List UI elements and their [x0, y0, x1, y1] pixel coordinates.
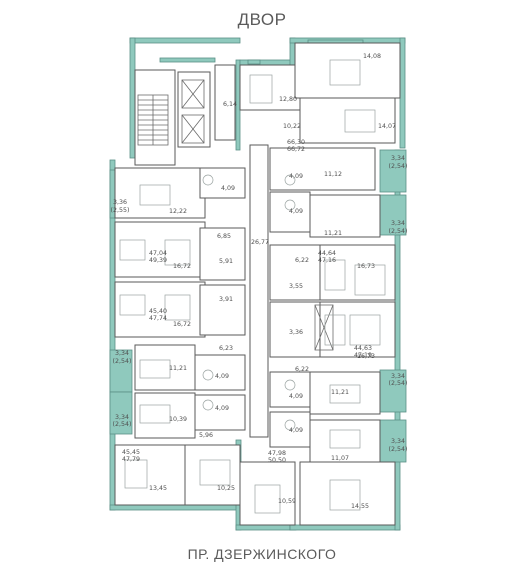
area-label: 3,55: [289, 283, 303, 290]
area-label: (2,54): [389, 228, 408, 235]
area-label: 45,40: [149, 308, 167, 315]
area-label: 6,22: [295, 366, 309, 373]
area-label: 10,39: [169, 416, 187, 423]
area-label: 66,72: [287, 146, 305, 153]
area-label: 11,21: [324, 230, 342, 237]
room-outlines: [114, 42, 401, 526]
area-label: 47,19: [354, 352, 372, 359]
area-label: 3,34: [391, 155, 405, 162]
area-label: 3,34: [391, 438, 405, 445]
area-label: 3,91: [219, 296, 233, 303]
area-label: 4,09: [289, 427, 303, 434]
area-label: 3,36: [289, 329, 303, 336]
area-label: 16,73: [357, 353, 375, 360]
area-label: 10,59: [278, 498, 296, 505]
area-label: 44,64: [318, 250, 336, 257]
area-label: 14,55: [351, 503, 369, 510]
area-label: 12,22: [169, 208, 187, 215]
area-label: 50,50: [268, 457, 286, 464]
area-label: 10,22: [283, 123, 301, 130]
furniture: [119, 59, 386, 514]
area-label: 6,14: [223, 101, 237, 108]
area-label: 47,74: [149, 315, 167, 322]
area-label: 47,98: [268, 450, 286, 457]
area-label: 3,34: [115, 350, 129, 357]
area-label: (2,54): [389, 380, 408, 387]
staircase: [137, 79, 334, 351]
area-label: 14,08: [363, 53, 381, 60]
area-label: 5,91: [219, 258, 233, 265]
area-label: 44,63: [354, 345, 372, 352]
area-label: 47,79: [122, 456, 140, 463]
area-label: 3,34: [391, 220, 405, 227]
area-label: 49,39: [149, 257, 167, 264]
area-label: 47,16: [318, 257, 336, 264]
area-label: 16,72: [173, 321, 191, 328]
courtyard-label: ДВОР: [237, 10, 287, 29]
area-label: 14,07: [378, 123, 396, 130]
area-label: 3,34: [391, 373, 405, 380]
area-label: 6,23: [219, 345, 233, 352]
area-label: 10,25: [217, 485, 235, 492]
street-label: ПР. ДЗЕРЖИНСКОГО: [187, 546, 337, 562]
area-label: 66,30: [287, 139, 305, 146]
area-labels: 14,08 12,80 6,14 10,22 14,07 66,30 66,72…: [111, 53, 408, 510]
area-label: 6,85: [217, 233, 231, 240]
area-label: 5,96: [199, 432, 213, 439]
area-label: (2,54): [389, 163, 408, 170]
area-label: (2,55): [111, 207, 130, 214]
area-label: 16,73: [357, 263, 375, 270]
area-label: 4,09: [289, 173, 303, 180]
area-label: 11,07: [331, 455, 349, 462]
area-label: 47,04: [149, 250, 167, 257]
area-label: 3,34: [115, 414, 129, 421]
area-label: 4,09: [221, 185, 235, 192]
area-label: 11,21: [169, 365, 187, 372]
area-label: 12,80: [279, 96, 297, 103]
area-label: 26,77: [251, 239, 269, 246]
area-label: 6,22: [295, 257, 309, 264]
area-label: 11,21: [331, 389, 349, 396]
area-label: 13,45: [149, 485, 167, 492]
area-label: 4,09: [215, 373, 229, 380]
area-label: 4,09: [215, 405, 229, 412]
area-label: 45,45: [122, 449, 140, 456]
area-label: 4,09: [289, 393, 303, 400]
area-label: (2,54): [389, 446, 408, 453]
area-label: 4,09: [289, 208, 303, 215]
area-label: (2,54): [113, 358, 132, 365]
area-label: 3,36: [113, 199, 127, 206]
area-label: 11,12: [324, 171, 342, 178]
area-label: 16,72: [173, 263, 191, 270]
area-label: (2,54): [113, 421, 132, 428]
